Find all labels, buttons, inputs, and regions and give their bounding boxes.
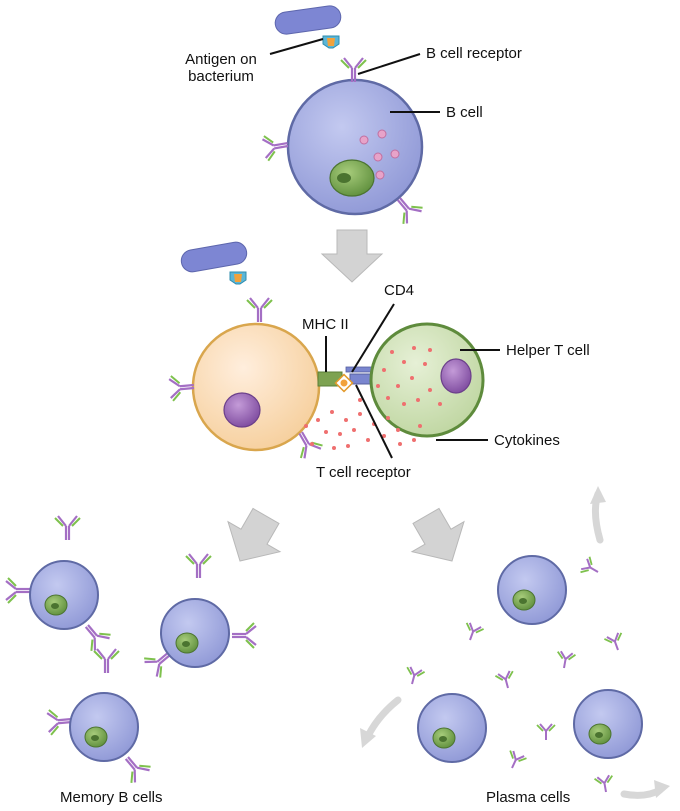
b-cell-receptor-left	[260, 131, 292, 163]
cd4-pointer-line	[351, 303, 395, 373]
arrow-to-plasma	[399, 500, 479, 577]
plasma-cell-1	[497, 555, 567, 625]
activated-b-cell-nucleus	[223, 392, 261, 428]
t-cell-receptor-label: T cell receptor	[316, 464, 411, 481]
helper-t-cell	[369, 322, 485, 438]
mid-antigen	[229, 271, 247, 285]
mhc-ii-label: MHC II	[302, 316, 349, 333]
antigen-label: Antigen on bacterium	[175, 51, 267, 85]
flow-arrow-right	[620, 780, 670, 799]
mid-receptor-top	[245, 296, 274, 324]
cd4	[345, 366, 373, 373]
flow-arrow-down-left	[360, 696, 402, 748]
top-bacterium	[273, 4, 343, 36]
mid-bacterium	[179, 239, 249, 275]
cd4-label: CD4	[384, 282, 415, 299]
cytokines-label: Cytokines	[494, 432, 560, 449]
mid-receptor-left	[167, 372, 197, 403]
b-cell-receptor-pointer-line	[357, 53, 421, 75]
b-cell-receptor-top	[339, 56, 368, 84]
activated-b-cell	[191, 322, 321, 452]
plasma-cell-3	[573, 689, 643, 759]
memory-b-cell-2	[141, 552, 258, 680]
arrow-down-1	[321, 229, 383, 283]
arrow-to-memory	[213, 500, 293, 577]
t-cell-receptor-pointer-line	[355, 384, 393, 459]
helper-t-cell-label: Helper T cell	[506, 342, 590, 359]
presented-antigen	[334, 373, 354, 393]
flow-arrow-up	[590, 486, 606, 544]
plasma-cell-2	[417, 693, 487, 763]
antigen-label-line1: Antigen on	[185, 51, 257, 68]
antigen-pointer-line	[269, 38, 324, 55]
helper-t-cell-nucleus	[440, 358, 472, 394]
b-cell-receptor-label: B cell receptor	[426, 45, 522, 62]
antigen-label-line2: bacterium	[188, 68, 254, 85]
plasma-cells-label: Plasma cells	[486, 789, 571, 806]
memory-b-cell-1	[4, 514, 113, 654]
memory-b-cell-3	[45, 647, 153, 786]
b-cell	[286, 78, 424, 216]
memory-b-cells-label: Memory B cells	[60, 789, 163, 806]
b-cell-vesicles	[359, 129, 400, 180]
b-cell-label: B cell	[446, 104, 483, 121]
b-cell-nucleus	[329, 159, 375, 197]
cytokines-dots	[304, 346, 442, 450]
top-antigen	[322, 35, 340, 49]
